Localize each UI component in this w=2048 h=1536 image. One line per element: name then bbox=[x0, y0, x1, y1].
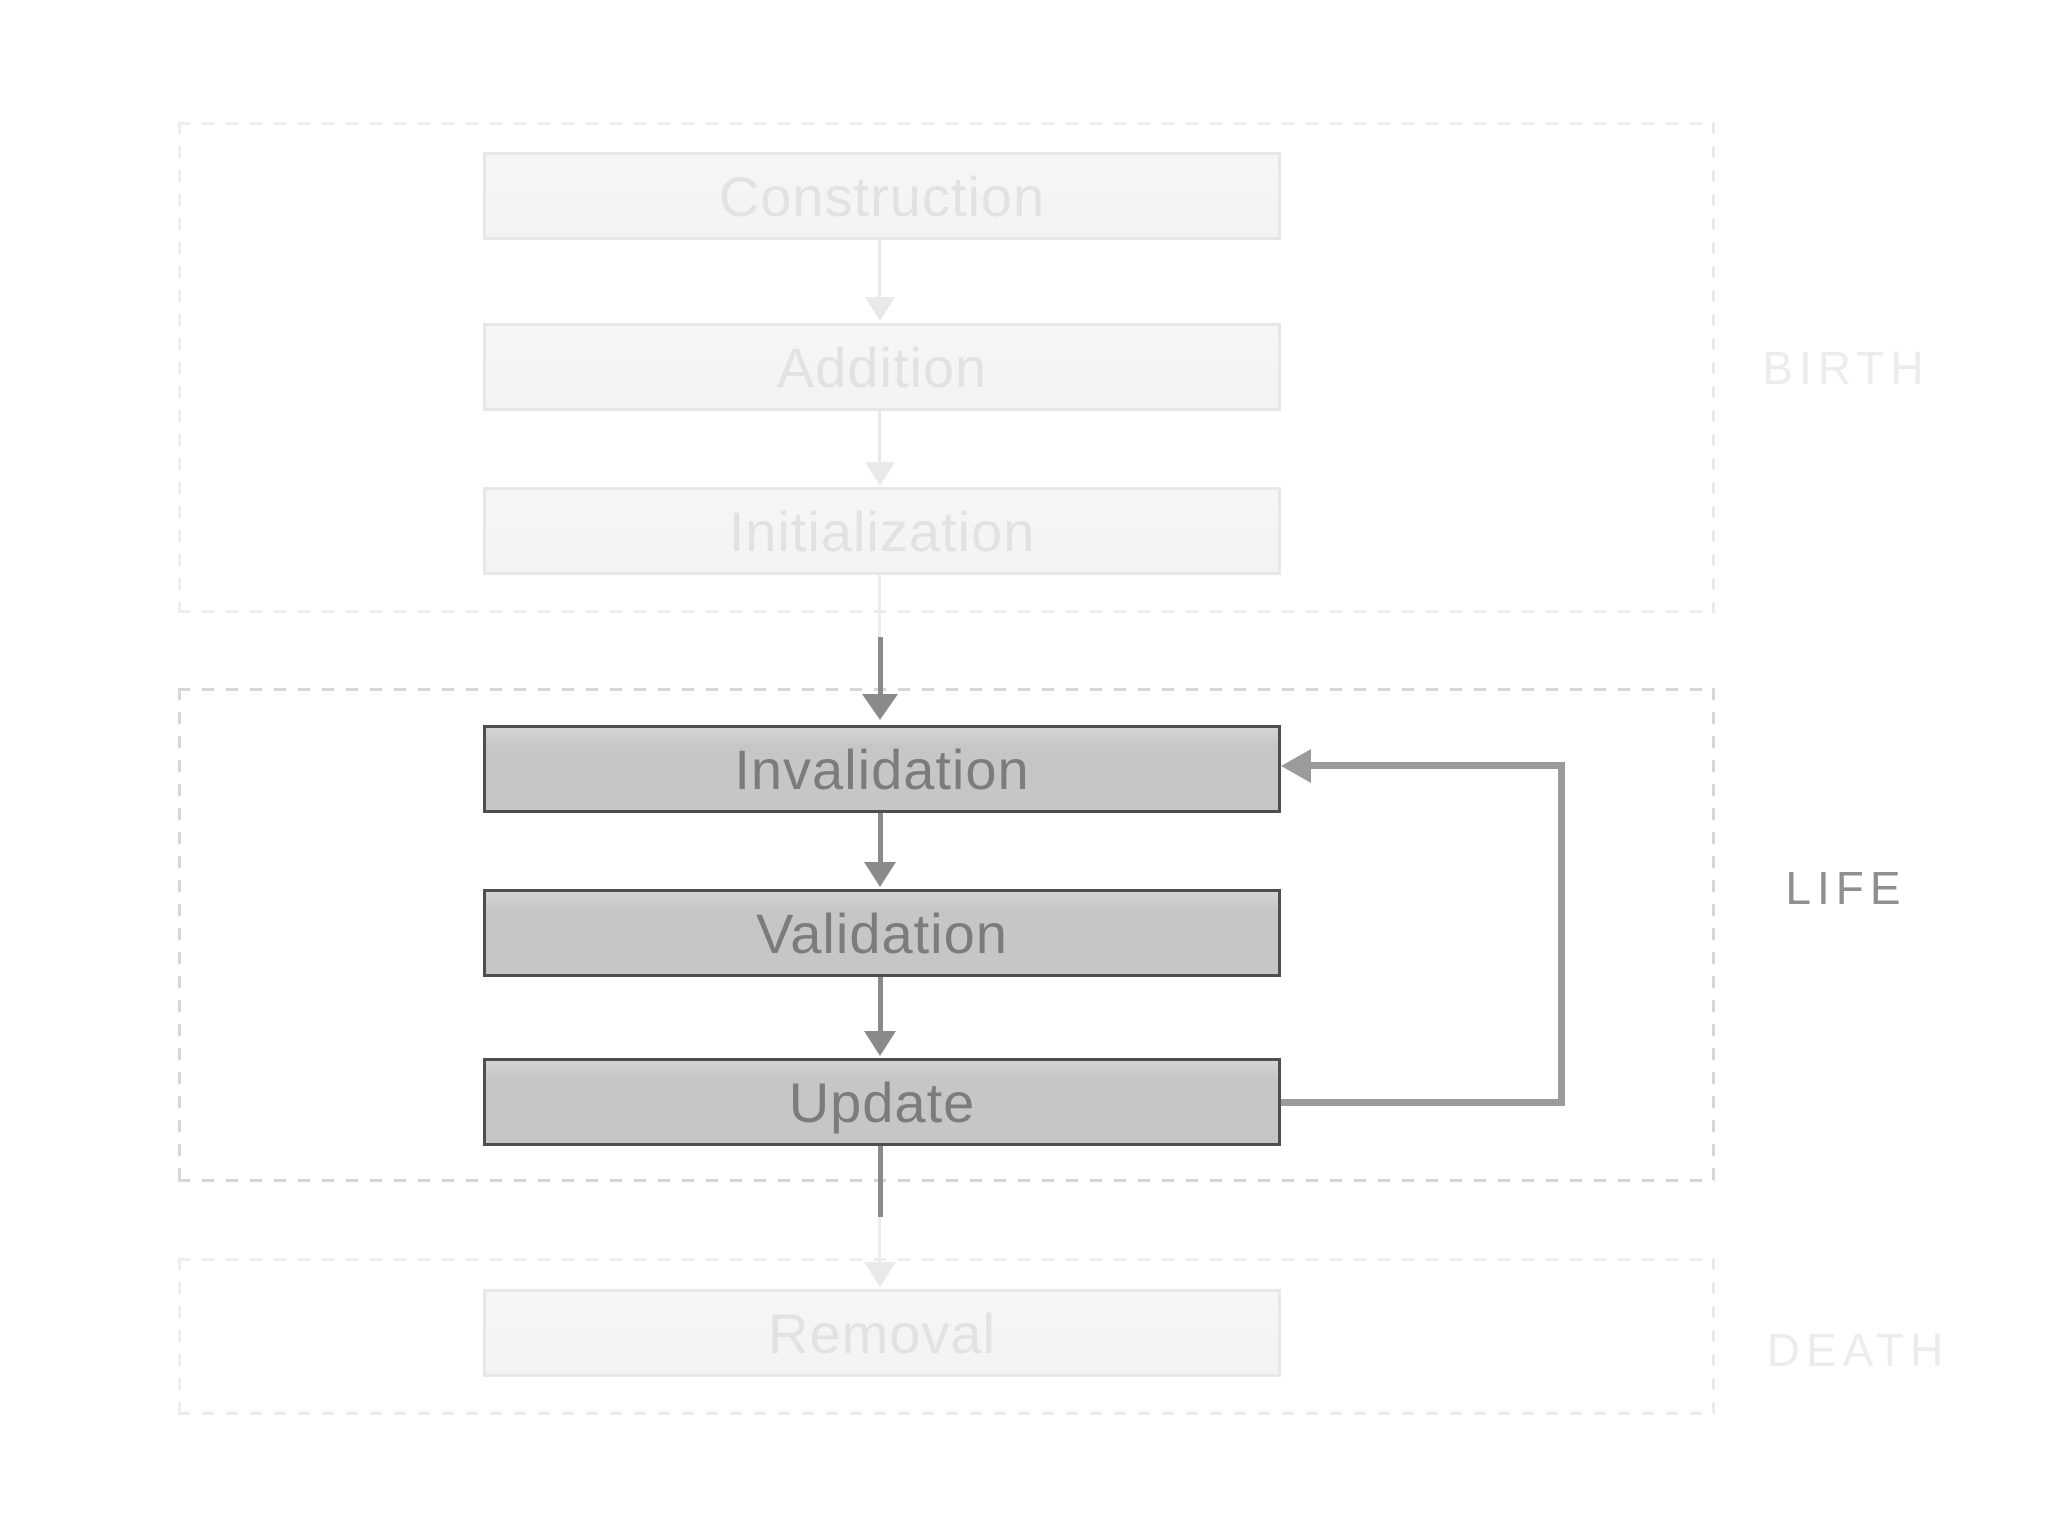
arrow-down-icon bbox=[865, 462, 895, 486]
arrow-construction-addition-line bbox=[878, 240, 881, 298]
arrow-update-removal-faded-segment bbox=[878, 1217, 881, 1262]
step-construction: Construction bbox=[483, 152, 1281, 240]
arrow-addition-initialization-line bbox=[878, 411, 881, 463]
arrow-initialization-invalidation-line bbox=[878, 637, 883, 694]
loop-update-invalidation-right-segment bbox=[1558, 762, 1565, 1106]
loop-update-invalidation-top-segment bbox=[1307, 762, 1565, 769]
life-section-label: LIFE bbox=[1785, 862, 1907, 914]
arrow-validation-update-line bbox=[878, 977, 883, 1032]
step-removal: Removal bbox=[483, 1289, 1281, 1377]
arrow-down-icon bbox=[864, 1031, 896, 1056]
loop-update-invalidation-bottom-segment bbox=[1281, 1099, 1565, 1106]
birth-section-label: BIRTH bbox=[1762, 342, 1930, 394]
step-update: Update bbox=[483, 1058, 1281, 1146]
arrow-left-icon bbox=[1281, 749, 1311, 783]
arrow-update-removal-line bbox=[878, 1146, 883, 1217]
step-validation: Validation bbox=[483, 889, 1281, 977]
arrow-initialization-invalidation-faded-segment bbox=[878, 575, 881, 637]
arrow-down-icon bbox=[865, 297, 895, 321]
arrow-down-icon bbox=[864, 1262, 896, 1287]
arrow-down-icon bbox=[862, 694, 898, 720]
step-initialization: Initialization bbox=[483, 487, 1281, 575]
step-addition: Addition bbox=[483, 323, 1281, 411]
arrow-invalidation-validation-line bbox=[878, 813, 883, 863]
death-section-label: DEATH bbox=[1766, 1324, 1950, 1376]
arrow-down-icon bbox=[864, 862, 896, 887]
step-invalidation: Invalidation bbox=[483, 725, 1281, 813]
